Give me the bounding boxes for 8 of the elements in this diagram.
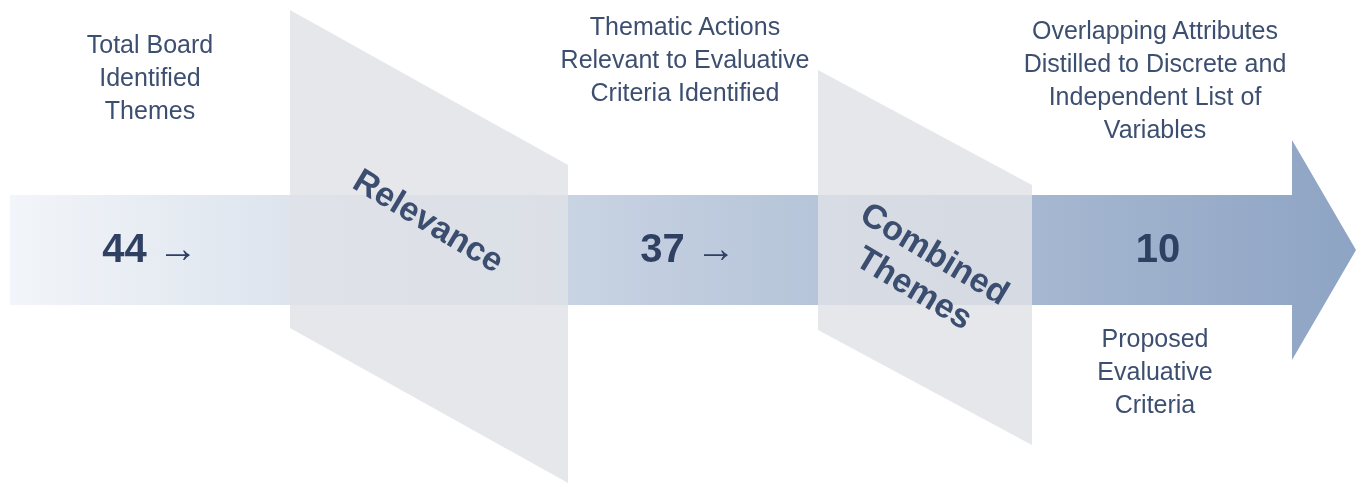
stage-description: Proposed Evaluative Criteria <box>1096 323 1214 420</box>
stage-description: Thematic Actions Relevant to Evaluative Criteria Identified <box>559 11 811 108</box>
filter-panel <box>818 70 1032 445</box>
count-number: 44 → <box>102 226 198 271</box>
stage-description: Total Board Identified Themes <box>85 29 215 126</box>
count-number: 10 <box>1135 226 1181 271</box>
stage-description: Overlapping Attributes Distilled to Discrete and Independent List of Variables <box>1022 15 1288 145</box>
count-number: 37 → <box>640 226 736 271</box>
